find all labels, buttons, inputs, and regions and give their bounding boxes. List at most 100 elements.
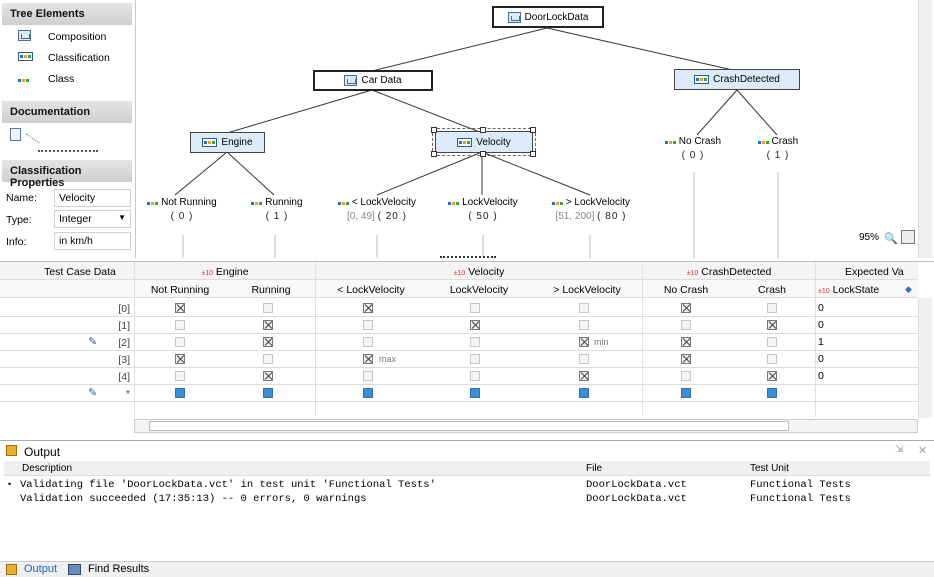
group-expected[interactable]: Expected Va [845,266,904,278]
col-crash[interactable]: Crash [757,284,786,296]
resize-handle[interactable] [431,151,437,157]
table-row[interactable] [0,334,918,351]
resize-handle[interactable] [530,151,536,157]
splitter-handle[interactable] [440,256,496,261]
tree-node-velocity[interactable]: Velocity [432,128,536,156]
grid-vertical-scrollbar[interactable] [918,298,932,418]
tree-node-car-data[interactable]: Car Data [313,70,433,91]
cell-checkbox[interactable] [681,337,691,347]
cell-checkbox[interactable] [681,371,691,381]
col-less-lockvelocity[interactable]: < LockVelocity [337,284,405,296]
resize-handle[interactable] [530,127,536,133]
col-lockstate[interactable]: ±10 LockState [818,284,898,296]
tree-element-composition[interactable]: Composition [18,29,106,45]
info-field[interactable]: in km/h [54,232,131,250]
lockstate-cell[interactable]: 0 [818,319,824,331]
cell-checkbox[interactable] [767,354,777,364]
leaf-greater-lockvelocity[interactable]: > LockVelocity [51, 200] ( 80 ) [545,196,637,224]
cell-checkbox[interactable] [175,354,185,364]
cell-checkbox[interactable] [579,337,589,347]
tree-node-engine[interactable]: Engine [190,132,265,153]
name-field[interactable]: Velocity [54,189,131,207]
resize-handle[interactable] [480,151,486,157]
cell-checkbox[interactable] [263,320,273,330]
cell-checkbox[interactable] [579,354,589,364]
table-row[interactable] [0,351,918,368]
leaf-less-lockvelocity[interactable]: < LockVelocity [0, 49] ( 20 ) [332,196,422,224]
cell-checkbox[interactable] [263,303,273,313]
cell-checkbox[interactable] [175,303,185,313]
cell-checkbox[interactable] [767,303,777,313]
cell-checkbox[interactable] [363,320,373,330]
leaf-not-running[interactable]: Not Running ( 0 ) [142,196,222,224]
cell-checkbox[interactable] [767,337,777,347]
col-test-unit[interactable]: Test Unit [750,463,789,474]
lockstate-cell[interactable]: 0 [818,302,824,314]
cell-checkbox[interactable] [681,354,691,364]
cell-checkbox[interactable] [470,303,480,313]
tree-element-class[interactable]: Class [18,71,74,87]
cell-checkbox[interactable] [579,371,589,381]
resize-handle[interactable] [431,127,437,133]
grid-horizontal-scrollbar[interactable] [134,419,918,433]
output-line-file[interactable]: DoorLockData.vct [586,493,687,505]
scrollbar-thumb[interactable] [149,421,789,431]
table-row[interactable] [0,385,918,402]
group-crashdetected[interactable]: ±10 CrashDetected [643,266,815,278]
group-velocity[interactable]: ±10 Velocity [316,266,642,278]
table-row[interactable] [0,317,918,334]
col-lockvelocity[interactable]: LockVelocity [449,284,509,296]
fit-view-button[interactable] [901,230,915,244]
col-file[interactable]: File [586,463,603,474]
leaf-lockvelocity[interactable]: LockVelocity ( 50 ) [442,196,524,224]
table-row[interactable] [0,368,918,385]
tab-output[interactable]: Output [24,563,58,575]
cell-checkbox[interactable] [579,388,589,398]
cell-checkbox[interactable] [263,354,273,364]
leaf-running[interactable]: Running ( 1 ) [247,196,307,224]
cell-checkbox[interactable] [263,388,273,398]
tree-node-crashdetected[interactable]: CrashDetected [674,69,800,90]
output-line-desc[interactable]: Validation succeeded (17:35:13) -- 0 err… [20,493,367,505]
add-column-icon[interactable]: ◆ [905,284,912,294]
type-select[interactable]: Integer ▼ [54,210,131,228]
pin-icon[interactable]: ⇲ [895,444,904,455]
col-not-running[interactable]: Not Running [150,284,210,296]
cell-checkbox[interactable] [470,320,480,330]
cell-checkbox[interactable] [363,337,373,347]
cell-checkbox[interactable] [363,371,373,381]
cell-checkbox[interactable] [175,337,185,347]
col-no-crash[interactable]: No Crash [663,284,709,296]
output-line-file[interactable]: DoorLockData.vct [586,479,687,491]
cell-checkbox[interactable] [363,388,373,398]
table-row[interactable] [0,300,918,317]
pencil-icon[interactable]: ✎ [88,336,98,348]
cell-checkbox[interactable] [175,388,185,398]
resize-handle[interactable] [480,127,486,133]
leaf-crash[interactable]: Crash ( 1 ) [753,135,803,163]
cell-checkbox[interactable] [579,320,589,330]
output-line-desc[interactable]: Validating file 'DoorLockData.vct' in te… [20,479,436,491]
cell-checkbox[interactable] [263,337,273,347]
cell-checkbox[interactable] [175,371,185,381]
splitter-handle[interactable] [38,150,98,156]
col-greater-lockvelocity[interactable]: > LockVelocity [553,284,621,296]
cell-checkbox[interactable] [767,320,777,330]
lockstate-cell[interactable]: 0 [818,353,824,365]
zoom-icon[interactable]: 🔍 [884,233,898,245]
cell-checkbox[interactable] [470,388,480,398]
pencil-icon[interactable]: ✎ [88,387,98,399]
tree-element-classification[interactable]: Classification [18,50,110,66]
cell-checkbox[interactable] [263,371,273,381]
lockstate-cell[interactable]: 0 [818,370,824,382]
link-icon[interactable] [26,124,46,144]
cell-checkbox[interactable] [363,354,373,364]
tab-find-results[interactable]: Find Results [88,563,150,575]
cell-checkbox[interactable] [681,388,691,398]
classification-tree-canvas[interactable]: DoorLockData Car Data CrashDetected Engi… [137,0,917,258]
cell-checkbox[interactable] [767,388,777,398]
cell-checkbox[interactable] [470,337,480,347]
cell-checkbox[interactable] [579,303,589,313]
lockstate-cell[interactable]: 1 [818,336,824,348]
cell-checkbox[interactable] [470,371,480,381]
